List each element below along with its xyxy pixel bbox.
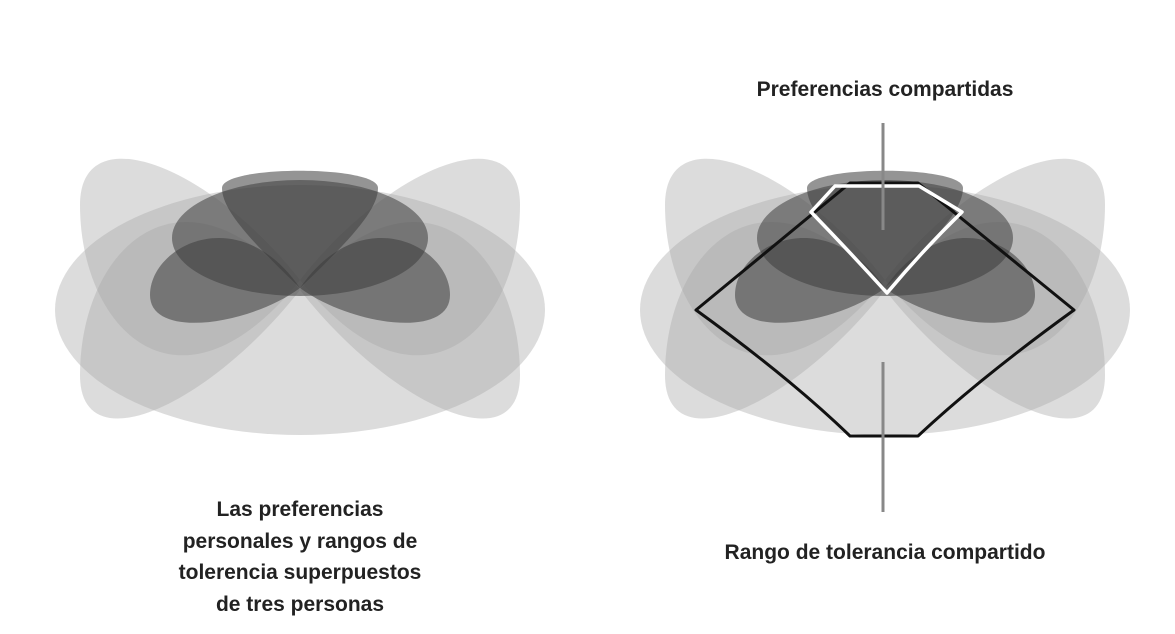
caption-line: personales y rangos de xyxy=(182,529,418,553)
shared-tolerance-label: Rango de tolerancia compartido xyxy=(724,541,1046,564)
left-diagram-caption: Las preferencias personales y rangos de … xyxy=(150,494,450,620)
left-overlap-diagram xyxy=(55,158,545,435)
right-personal-preferences xyxy=(735,170,1035,323)
preference-person-2 xyxy=(735,238,885,323)
preference-person-2 xyxy=(885,238,1035,323)
shared-preferences-outline xyxy=(809,184,964,295)
caption-line: tolerencia superpuestos xyxy=(178,561,422,584)
caption-line: de tres personas xyxy=(215,592,385,616)
preference-person-3 xyxy=(222,170,378,288)
caption-line: Las preferencias xyxy=(216,498,384,521)
preference-person-2 xyxy=(150,238,300,323)
preference-person-3 xyxy=(807,170,963,288)
preference-person-2 xyxy=(300,238,450,323)
shared-preferences-label: Preferencias compartidas xyxy=(756,78,1014,101)
right-overlap-diagram xyxy=(640,123,1130,512)
shared-tolerance-outline xyxy=(694,181,1076,438)
left-personal-preferences xyxy=(150,170,450,323)
